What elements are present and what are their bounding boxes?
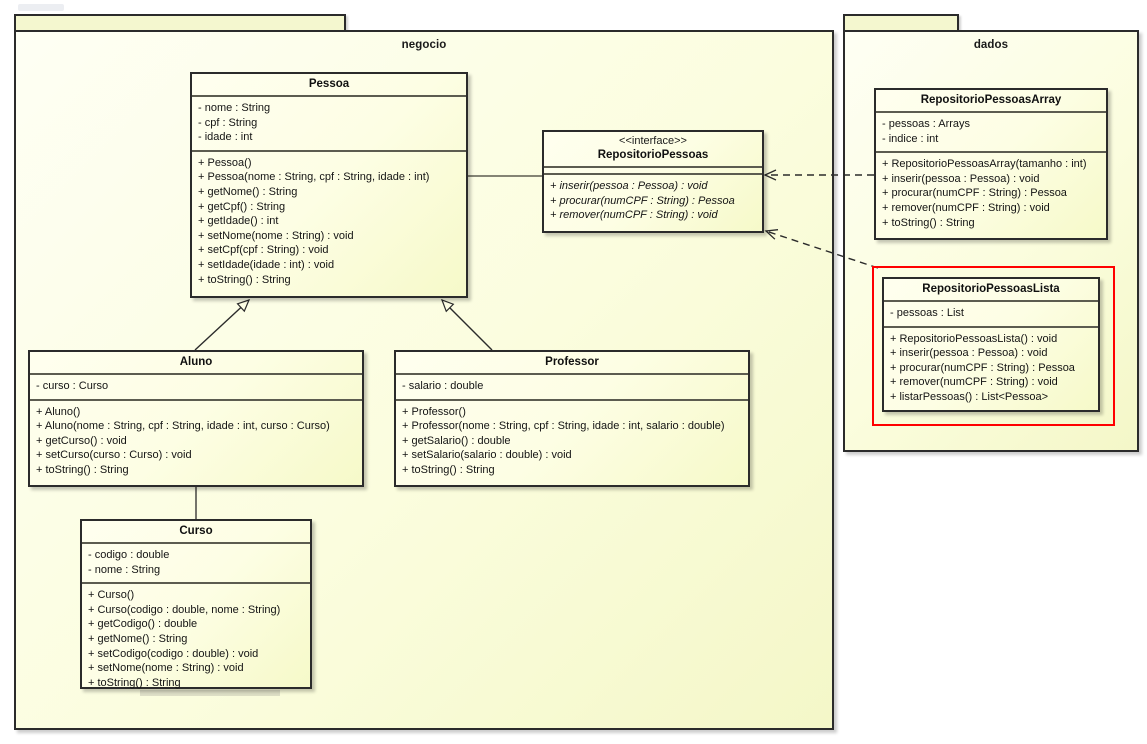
method: + getNome() : String [198,185,298,198]
method: + Professor(nome : String, cpf : String,… [402,420,725,433]
class-repositorio-pessoas-lista-name: RepositorioPessoasLista [922,283,1060,295]
package-negocio-label: negocio [401,39,447,51]
method: + Pessoa() [198,156,252,169]
attribute: - codigo : double [88,549,170,561]
method: + inserir(pessoa : Pessoa) : void [882,172,1040,185]
class-repositorio-pessoas-methods: + inserir(pessoa : Pessoa) : void + proc… [544,173,762,228]
method: + setNome(nome : String) : void [88,662,244,675]
method: + toString() : String [88,676,181,689]
attribute: - pessoas : List [890,307,964,319]
method: + toString() : String [402,463,495,476]
class-repositorio-pessoas-header: <<interface>> RepositorioPessoas [544,132,762,168]
method: + remover(numCPF : String) : void [550,209,718,222]
class-curso-methods: + Curso() + Curso(codigo : double, nome … [82,582,310,695]
attribute: - nome : String [198,102,271,114]
attribute: - curso : Curso [36,380,109,392]
method: + Curso(codigo : double, nome : String) [88,603,281,616]
class-repositorio-pessoas[interactable]: <<interface>> RepositorioPessoas + inser… [542,130,764,233]
method: + getCurso() : void [36,434,127,447]
bottom-artifact [140,690,280,696]
attribute: - indice : int [882,132,939,145]
method: + getNome() : String [88,632,188,645]
class-aluno-attributes: - curso : Curso [30,375,362,399]
class-repositorio-pessoas-lista-methods: + RepositorioPessoasLista() : void + ins… [884,325,1098,410]
class-pessoa-name: Pessoa [308,78,350,90]
method: + Curso() [88,589,135,602]
relationship-aluno-extends-pessoa [194,299,251,351]
method: + Aluno() [36,405,81,418]
class-repositorio-pessoas-lista-header: RepositorioPessoasLista [884,279,1098,302]
method: + remover(numCPF : String) : void [890,376,1058,389]
attribute: - idade : int [198,131,253,144]
method: + setSalario(salario : double) : void [402,449,572,462]
class-repositorio-pessoas-name: RepositorioPessoas [597,149,709,161]
class-pessoa-header: Pessoa [192,74,466,97]
class-curso-name: Curso [179,525,213,537]
class-aluno-name: Aluno [179,356,213,368]
method: + getCodigo() : double [88,618,198,631]
class-professor-methods: + Professor() + Professor(nome : String,… [396,398,748,483]
class-repositorio-pessoas-array[interactable]: RepositorioPessoasArray - pessoas : Arra… [874,88,1108,240]
method: + RepositorioPessoasArray(tamanho : int) [882,158,1087,171]
class-aluno-header: Aluno [30,352,362,375]
attribute: - nome : String [88,563,161,576]
method: + toString() : String [36,463,129,476]
class-repositorio-pessoas-array-header: RepositorioPessoasArray [876,90,1106,113]
method: + remover(numCPF : String) : void [882,201,1050,214]
method: + procurar(numCPF : String) : Pessoa [550,194,735,207]
method: + procurar(numCPF : String) : Pessoa [890,361,1075,374]
class-repositorio-pessoas-lista[interactable]: RepositorioPessoasLista - pessoas : List… [882,277,1100,412]
method: + listarPessoas() : List<Pessoa> [890,390,1049,403]
method: + Aluno(nome : String, cpf : String, ida… [36,420,330,433]
package-dados-label: dados [973,39,1009,51]
class-aluno-methods: + Aluno() + Aluno(nome : String, cpf : S… [30,398,362,483]
method: + toString() : String [882,216,975,229]
class-stereotype: <<interface>> [619,135,687,147]
class-professor-header: Professor [396,352,748,375]
top-left-artifact [18,4,64,11]
class-aluno[interactable]: Aluno - curso : Curso + Aluno() + Aluno(… [28,350,364,487]
method: + getIdade() : int [198,215,279,228]
class-curso[interactable]: Curso - codigo : double - nome : String … [80,519,312,689]
method: + Professor() [402,405,466,418]
class-repositorio-pessoas-array-attributes: - pessoas : Arrays - indice : int [876,113,1106,151]
relationship-lista-implements-interface [764,229,879,269]
attribute: - salario : double [402,380,484,392]
method: + setCodigo(codigo : double) : void [88,647,259,660]
method: + setNome(nome : String) : void [198,229,354,242]
class-pessoa-attributes: - nome : String - cpf : String - idade :… [192,97,466,150]
class-pessoa[interactable]: Pessoa - nome : String - cpf : String - … [190,72,468,298]
class-pessoa-methods: + Pessoa() + Pessoa(nome : String, cpf :… [192,149,466,292]
class-professor[interactable]: Professor - salario : double + Professor… [394,350,750,487]
method: + procurar(numCPF : String) : Pessoa [882,187,1067,200]
method: + RepositorioPessoasLista() : void [890,332,1058,345]
method: + setCpf(cpf : String) : void [198,244,329,257]
method: + inserir(pessoa : Pessoa) : void [550,180,708,192]
class-repositorio-pessoas-array-name: RepositorioPessoasArray [920,94,1062,106]
method: + inserir(pessoa : Pessoa) : void [890,347,1048,360]
method: + getCpf() : String [198,200,286,213]
method: + setCurso(curso : Curso) : void [36,449,192,462]
class-repositorio-pessoas-lista-attributes: - pessoas : List [884,302,1098,326]
class-professor-name: Professor [545,356,599,368]
relationship-professor-extends-pessoa [440,298,493,351]
attribute: - cpf : String [198,116,258,129]
class-repositorio-pessoas-array-methods: + RepositorioPessoasArray(tamanho : int)… [876,151,1106,235]
method: + getSalario() : double [402,434,511,447]
class-curso-attributes: - codigo : double - nome : String [82,544,310,582]
method: + Pessoa(nome : String, cpf : String, id… [198,171,430,184]
method: + toString() : String [198,273,291,286]
method: + setIdade(idade : int) : void [198,258,335,271]
class-professor-attributes: - salario : double [396,375,748,399]
attribute: - pessoas : Arrays [882,118,971,130]
class-curso-header: Curso [82,521,310,544]
